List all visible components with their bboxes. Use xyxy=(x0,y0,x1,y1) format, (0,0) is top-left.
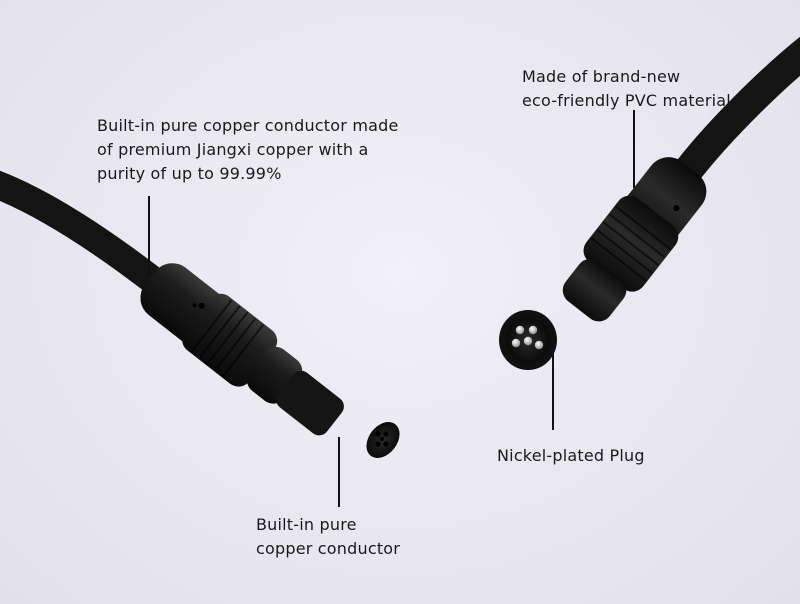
left-cable xyxy=(0,170,164,292)
annotation-conductor: Built-in pure copper conductor xyxy=(256,513,400,561)
annotation-line: copper conductor xyxy=(256,539,401,558)
annotation-pvc-material: Made of brand-new eco-friendly PVC mater… xyxy=(522,65,731,113)
leader-line-copper-detail xyxy=(148,196,150,274)
right-cable xyxy=(675,36,800,183)
annotation-plug: Nickel-plated Plug xyxy=(497,444,645,468)
leader-line-conductor xyxy=(338,437,340,507)
annotation-line: Built-in pure copper conductor made xyxy=(97,116,399,135)
annotation-line: purity of up to 99.99% xyxy=(97,164,282,183)
annotation-line: Made of brand-new xyxy=(522,67,681,86)
male-connector xyxy=(499,36,800,370)
annotation-line: eco-friendly PVC material xyxy=(522,91,731,110)
leader-line-pvc xyxy=(633,110,635,188)
annotation-line: of premium Jiangxi copper with a xyxy=(97,140,369,159)
female-connector xyxy=(0,170,400,458)
annotation-copper-detail: Built-in pure copper conductor made of p… xyxy=(97,114,399,186)
annotation-line: Nickel-plated Plug xyxy=(497,446,645,465)
leader-line-plug xyxy=(552,348,554,430)
annotation-line: Built-in pure xyxy=(256,515,357,534)
plug-pins xyxy=(511,325,544,350)
